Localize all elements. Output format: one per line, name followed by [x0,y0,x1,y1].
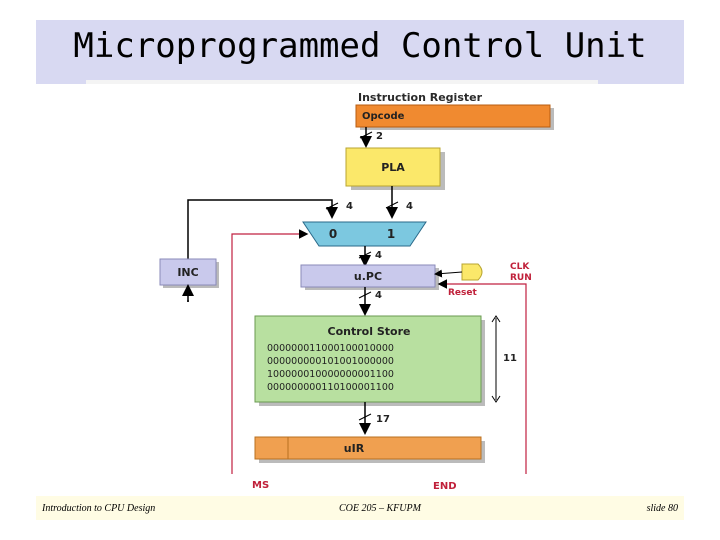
footer-institution: COE 205 – KFUPM [339,503,421,514]
footer-slide-number: slide 80 [646,503,678,514]
control-store-row-3: 100000010000000001100 [267,369,394,380]
clock-symbol [461,263,483,281]
control-store-row-2: 000000000101001000000 [267,356,394,367]
footer-course: Introduction to CPU Design [42,503,156,514]
clk-to-upc-wire [434,269,463,278]
slide-title: Microprogrammed Control Unit [73,26,647,66]
ms-label: MS [252,480,269,491]
control-store-row-1: 000000011000100010000 [267,343,394,354]
footer-band [36,496,684,520]
opcode-width-label: 2 [376,131,383,142]
clk-label: CLK [510,262,530,272]
pla-label: PLA [381,161,405,174]
title-underline [86,80,598,84]
control-store-box [254,315,482,403]
pla-bus-slash [385,201,399,209]
mux-bus-slash [358,251,372,259]
store-width-label: 17 [376,414,390,425]
inc-box [159,258,217,286]
inc-to-mux-wire [187,199,338,260]
ms-select-wire [231,229,309,474]
title-band [36,20,684,84]
mux-trapezoid [302,221,427,247]
upc-width-label: 4 [375,290,382,301]
end-reset-wire [437,279,527,474]
upc-bus-slash [358,291,372,299]
reset-label: Reset [448,288,477,298]
mux-input-1: 1 [387,227,395,241]
pla-width-label: 4 [406,201,413,212]
mux-input-0: 0 [329,227,337,241]
control-store-row-4: 000000000110100001100 [267,382,394,393]
control-store-label: Control Store [328,325,411,338]
store-bus-slash [358,413,372,421]
run-label: RUN [510,273,532,283]
end-label: END [433,481,457,492]
inc-bus-slash [325,202,339,210]
row-count-label: 11 [503,353,517,364]
pla-box [345,147,441,187]
opcode-bus-slash [359,131,373,139]
mux-width-label: 4 [375,250,382,261]
row-count-arrow-bottom [491,395,501,403]
opcode-label: Opcode [362,111,405,122]
inc-width-label: 4 [346,201,353,212]
uir-box [254,436,482,460]
instruction-register-label: Instruction Register [358,91,483,104]
inc-label: INC [177,266,198,279]
uir-label: uIR [344,442,365,455]
opcode-box [355,104,551,128]
row-count-arrow-top [491,315,501,323]
upc-label: u.PC [354,270,382,283]
